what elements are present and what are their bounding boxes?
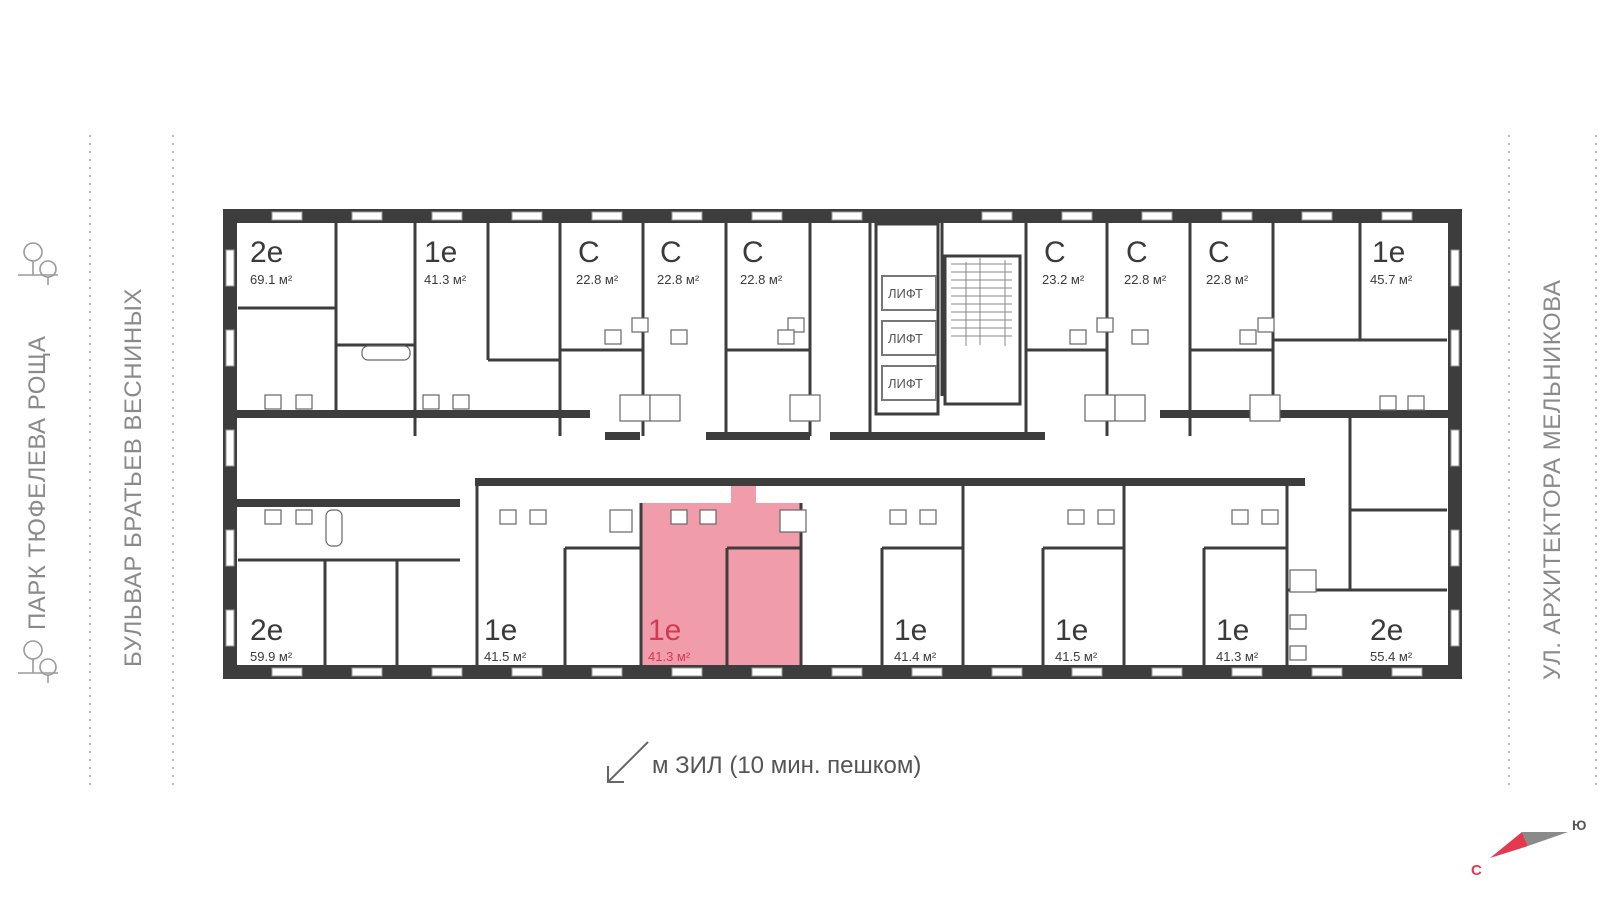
unit-type: С [742, 236, 764, 269]
unit-area: 55.4 м² [1370, 649, 1413, 664]
building-core [874, 222, 1022, 416]
unit-area: 22.8 м² [1206, 272, 1249, 287]
tree-icon [18, 242, 58, 285]
tree-icon [18, 640, 58, 683]
building-outline [223, 209, 1462, 679]
selected-apartment[interactable] [641, 478, 801, 672]
metro-label: м ЗИЛ (10 мин. пешком) [652, 752, 922, 779]
metro-arrow-icon [607, 741, 649, 783]
unit-type: 1е [484, 614, 517, 647]
unit-type: 2е [1370, 614, 1403, 647]
unit-area: 22.8 м² [657, 272, 700, 287]
top-row-labels: 2е 69.1 м² 1е 41.3 м² С 22.8 м² С 22.8 м… [250, 236, 1413, 287]
unit-area: 59.9 м² [250, 649, 293, 664]
compass-icon [1490, 832, 1568, 858]
unit-area: 22.8 м² [740, 272, 783, 287]
unit-area: 23.2 м² [1042, 272, 1085, 287]
guide-lines [89, 135, 1597, 785]
unit-area: 41.5 м² [484, 649, 527, 664]
unit-area: 41.3 м² [648, 649, 691, 664]
lift-2 [881, 320, 937, 356]
unit-area: 22.8 м² [1124, 272, 1167, 287]
unit-area: 22.8 м² [576, 272, 619, 287]
compass-north-label: Ю [1572, 817, 1587, 833]
corridor-walls [230, 410, 1455, 507]
unit-area: 41.3 м² [424, 272, 467, 287]
unit-type: 1е [1372, 236, 1405, 269]
fixtures [264, 317, 1425, 661]
unit-type: С [1044, 236, 1066, 269]
partition-walls [238, 222, 1447, 672]
lift-label: ЛИФТ [888, 286, 923, 301]
unit-type: С [1126, 236, 1148, 269]
unit-area: 45.7 м² [1370, 272, 1413, 287]
unit-type: С [578, 236, 600, 269]
lift-label: ЛИФТ [888, 376, 923, 391]
unit-type: 1е [894, 614, 927, 647]
unit-type: 2е [250, 614, 283, 647]
unit-area: 69.1 м² [250, 272, 293, 287]
unit-area: 41.3 м² [1216, 649, 1259, 664]
bottom-row-labels: 2е 59.9 м² 1е 41.5 м² 1е 41.3 м² 1е 41.4… [250, 614, 1413, 664]
unit-type: 1е [648, 614, 681, 647]
boulevard-label: БУЛЬВАР БРАТЬЕВ ВЕСНИНЫХ [120, 288, 147, 667]
unit-type: 1е [1216, 614, 1249, 647]
lift-1 [881, 275, 937, 311]
unit-type: С [660, 236, 682, 269]
street-label: УЛ. АРХИТЕКТОРА МЕЛЬНИКОВА [1539, 279, 1566, 680]
compass-south-label: С [1471, 862, 1482, 879]
park-label: ПАРК ТЮФЕЛЕВА РОЩА [24, 335, 51, 630]
lift-label: ЛИФТ [888, 331, 923, 346]
stairs-icon [951, 258, 1012, 346]
unit-type: С [1208, 236, 1230, 269]
unit-area: 41.4 м² [894, 649, 937, 664]
unit-type: 2е [250, 236, 283, 269]
unit-type: 1е [1055, 614, 1088, 647]
lift-3 [881, 365, 937, 401]
unit-type: 1е [424, 236, 457, 269]
unit-area: 41.5 м² [1055, 649, 1098, 664]
